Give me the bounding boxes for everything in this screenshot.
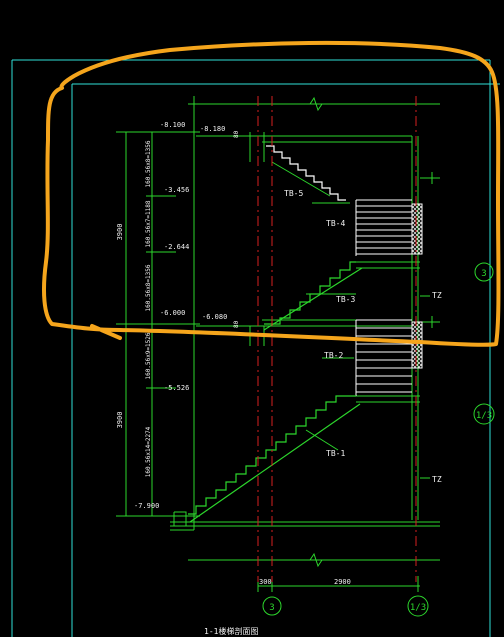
step-dim: 160.56x7=1188: [145, 200, 152, 247]
hatch-line: [411, 363, 417, 369]
level-labels: -8.100 -8.180 -6.000 -6.080 -7.900 -3.45…: [134, 121, 227, 510]
axis-bubble-bottom-3: 3: [262, 596, 282, 616]
hatch-line: [411, 323, 423, 335]
hatch-line: [411, 355, 423, 367]
hatch-line: [417, 363, 423, 369]
column-labels: TZ TZ: [432, 291, 442, 484]
column-label-tz: TZ: [432, 291, 442, 300]
stair-label-tb3: TB-3: [336, 295, 355, 304]
hatch-line: [413, 359, 423, 369]
stair-label-tb4: TB-4: [326, 219, 345, 228]
markup-outline: [42, 40, 501, 347]
step-dims: 160.56x8=1356 160.56x7=1188 160.56x8=135…: [145, 140, 152, 477]
hatch-line: [417, 249, 423, 255]
step-dim: 160.56x9=1526: [145, 332, 152, 379]
axis-lines: [257, 96, 417, 582]
hatch-line: [417, 321, 423, 327]
level-label: -6.080: [202, 313, 227, 321]
level-label: -5.526: [164, 384, 189, 392]
hatch-line: [411, 347, 423, 359]
stair-labels: TB-5 TB-4 TB-3 TB-2 TB-1: [284, 189, 355, 458]
axis-bubble-label: 3: [269, 603, 274, 613]
bottom-dim-2900: 2900: [334, 578, 351, 586]
hatch-line: [413, 321, 423, 331]
level-label: -8.180: [200, 125, 225, 133]
bottom-dim-300: 300: [259, 578, 272, 586]
hatch-line: [411, 225, 423, 237]
hatch-line: [411, 241, 423, 253]
hatch-line: [413, 245, 423, 255]
level-label: -7.900: [134, 502, 159, 510]
small-dims: 80 80: [233, 130, 240, 328]
dim-3900-lower: 3900: [116, 412, 124, 429]
axis-bubble-label: 1/3: [410, 603, 426, 613]
hatch-line: [411, 351, 423, 363]
hatch-line: [411, 249, 417, 255]
level-label: -8.100: [160, 121, 185, 129]
column-label-tz: TZ: [432, 475, 442, 484]
hatch-line: [411, 343, 423, 355]
level-label: -6.000: [160, 309, 185, 317]
hatch-line: [413, 203, 423, 213]
hatch-line: [411, 237, 423, 249]
level-label: -2.644: [164, 243, 189, 251]
sheet-frame: [11, 59, 500, 637]
hatch-line: [411, 205, 423, 217]
axis-bubble-label: 1/3: [476, 411, 492, 421]
step-dim: 160.56x8=1356: [145, 140, 152, 187]
axis-bubble-label: 3: [481, 269, 486, 279]
hatch-line: [417, 203, 423, 209]
small-dim: 80: [233, 320, 240, 328]
axis-bubble-bottom-1-3: 1/3: [407, 595, 429, 617]
hatch-line: [411, 229, 423, 241]
hatch-line: [411, 203, 421, 213]
stair-label-tb2: TB-2: [324, 351, 343, 360]
hatch-line: [411, 213, 423, 225]
axis-bubble-right-3: 3: [474, 262, 494, 282]
hatch-line: [411, 221, 423, 233]
step-dim: 160.56x8=1356: [145, 264, 152, 311]
hatch-line: [411, 217, 423, 229]
axis-bubble-right-1-3: 1/3: [473, 403, 495, 425]
hatch-line: [411, 321, 417, 327]
hatch-line: [411, 203, 417, 209]
stair-label-tb1: TB-1: [326, 449, 345, 458]
stair-flights: [188, 145, 412, 523]
drawing-caption: 1-1楼梯剖面图: [204, 626, 258, 636]
hatch-line: [411, 209, 423, 221]
vertical-dims: 3900 3900: [116, 224, 124, 429]
small-dim: 80: [233, 130, 240, 138]
bottom-dims: 300 2900: [259, 578, 351, 586]
hatch-line: [411, 327, 423, 339]
hatch-line: [411, 233, 423, 245]
dim-3900-upper: 3900: [116, 224, 124, 241]
step-dim: 160.56x14=2274: [145, 426, 152, 477]
level-label: -3.456: [164, 186, 189, 194]
stair-label-tb5: TB-5: [284, 189, 303, 198]
